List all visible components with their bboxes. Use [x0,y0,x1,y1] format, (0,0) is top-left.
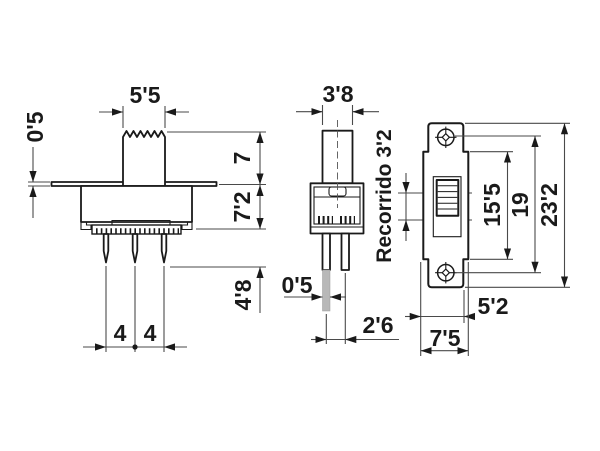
dim-label-body-width: 7'5 [429,325,460,351]
dim-plan-body-width: 7'5 [420,262,469,356]
dim-label-knob-height: 7 [229,152,255,165]
dim-label-pin-thickness: 0'5 [281,272,312,298]
dim-label-flange-thickness: 0'5 [22,111,48,142]
side-pin-1 [321,232,331,271]
dim-front-height-chain: 7 7'2 4'8 [167,131,266,313]
side-body [309,182,365,235]
front-view [50,130,218,264]
front-pin-2 [131,233,139,264]
dim-label-pin-pitch-right: 4 [144,320,157,346]
dim-front-pin-pitch: 4 4 [83,266,187,352]
plan-screw-hole-bottom [435,262,457,284]
front-pin-3 [160,233,168,264]
dim-plan-overall-length: 23'2 [465,122,570,288]
dim-label-overall-length: 23'2 [536,183,562,227]
front-base-platform [111,219,171,225]
side-pin-projection [322,269,331,312]
dim-label-body-height: 7'2 [229,191,255,222]
front-body [80,185,193,223]
side-view [309,120,365,312]
dim-label-slot-length: 15'5 [479,183,505,227]
dim-label-knob-width: 5'5 [129,82,160,108]
dim-label-hole-pitch: 19 [507,192,533,218]
plan-screw-hole-top [435,126,457,148]
dim-front-flange-thickness: 0'5 [22,111,50,218]
dim-plan-slot-length: 15'5 [470,151,513,260]
dim-side-pin-thickness: 0'5 [281,272,346,301]
dim-label-pin-length: 4'8 [230,279,256,310]
front-base-strip [91,224,182,235]
plan-view [422,122,470,289]
dim-shared-point [132,344,138,350]
plan-slider-slot [432,176,462,238]
front-left-foot [80,222,92,231]
dim-label-travel: Recorrido 3'2 [373,129,396,262]
dim-label-tab-width: 5'2 [477,293,508,319]
dim-side-pin-spacing: 2'6 [311,273,399,344]
dim-front-knob-width: 5'5 [99,82,189,128]
side-pin-2 [340,232,350,271]
front-actuator-knob [122,130,166,187]
dim-label-pin-spacing: 2'6 [362,312,393,338]
front-pin-1 [102,233,110,264]
front-right-foot [181,222,193,231]
dim-plan-tab-width: 5'2 [405,262,509,356]
dim-label-pin-pitch-left: 4 [114,320,127,346]
plan-slider-ridges [437,185,458,210]
dim-side-knob-depth: 3'8 [296,81,379,125]
dim-label-knob-depth: 3'8 [322,81,353,107]
dim-plan-hole-pitch: 19 [455,135,541,274]
